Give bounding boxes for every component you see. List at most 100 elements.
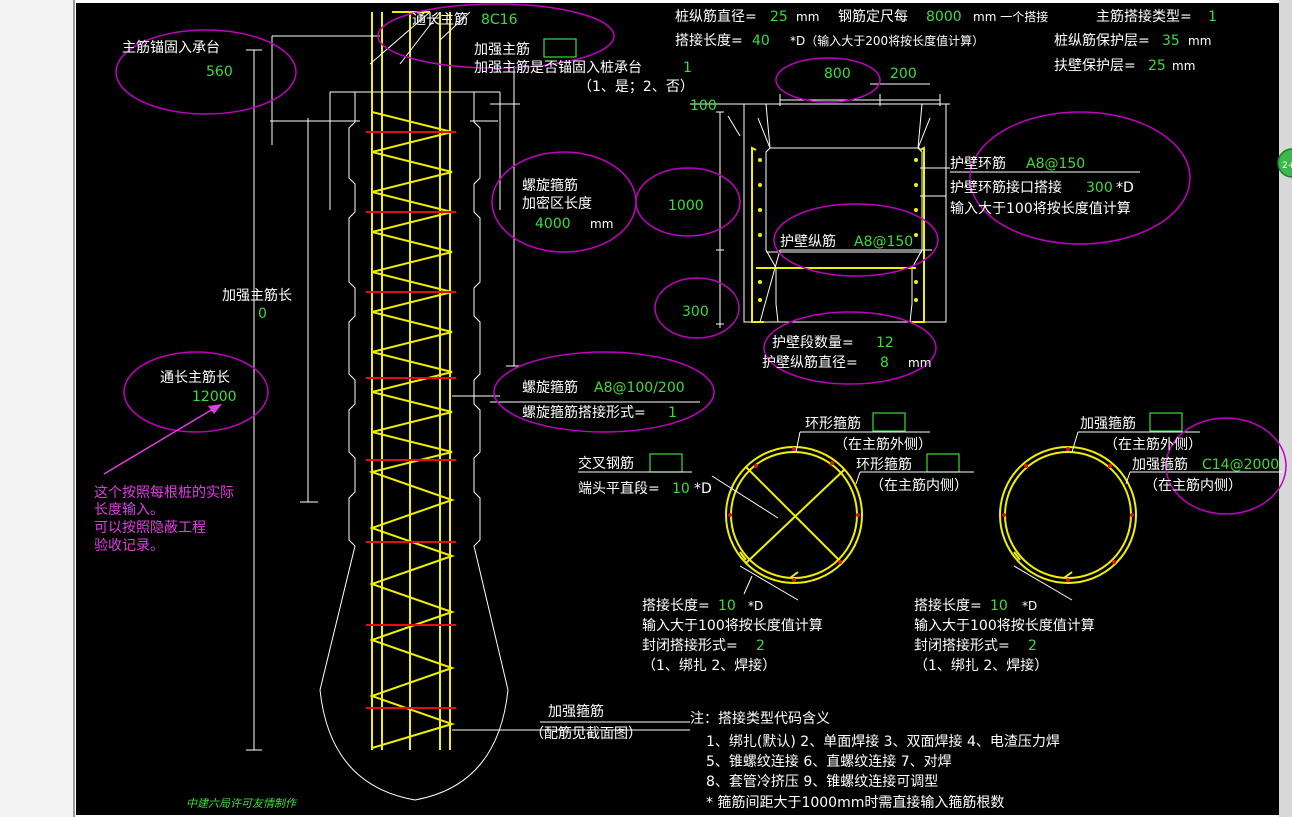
lap-length-hint: *D（输入大于200将按长度值计算） xyxy=(790,33,984,48)
through-length-value[interactable]: 12000 xyxy=(192,389,237,405)
through-bar-value[interactable]: 8C16 xyxy=(481,12,518,28)
end-straight-value[interactable]: 10 xyxy=(672,481,690,497)
ring-inner-label: 环形箍筋 xyxy=(856,456,912,473)
left-close-label: 封闭搭接形式= xyxy=(642,637,738,654)
ring-outer-input[interactable] xyxy=(872,412,906,432)
legend-row: 1、绑扎(默认) 2、单面焊接 3、双面焊接 4、电渣压力焊 xyxy=(706,733,1060,750)
right-lap-label: 搭接长度= xyxy=(914,597,982,614)
wall-long-dia-unit: mm xyxy=(908,356,931,370)
left-lap-value[interactable]: 10 xyxy=(718,598,736,614)
fixed-length-value[interactable]: 8000 xyxy=(926,9,962,25)
left-lap-hint: 输入大于100将按长度值计算 xyxy=(642,618,823,634)
note-line-3: 可以按照隐蔽工程 xyxy=(94,520,206,536)
author-credit: 中建六局许可友情制作 xyxy=(186,797,298,810)
wall-bottom-height[interactable]: 300 xyxy=(682,304,709,320)
strengthen-bar-input[interactable] xyxy=(543,38,577,58)
add-view-button[interactable]: 2+ xyxy=(1277,148,1292,178)
spiral-dense-value[interactable]: 4000 xyxy=(535,216,571,232)
wall-top-offset[interactable]: 100 xyxy=(690,98,717,114)
ring-outer-label: 环形箍筋 xyxy=(805,415,861,432)
ring-outer-hint: （在主筋外侧） xyxy=(834,436,932,453)
wall-top-side[interactable]: 200 xyxy=(890,66,917,82)
anchor-value[interactable]: 560 xyxy=(206,64,233,80)
dia-label: 桩纵筋直径= xyxy=(675,8,757,25)
strengthen-anchor-value[interactable]: 1 xyxy=(683,60,692,76)
fixed-length-unit: mm 一个搭接 xyxy=(973,9,1048,24)
right-close-value[interactable]: 2 xyxy=(1028,638,1037,654)
strengthen-bar-label: 加强主筋 xyxy=(474,41,530,58)
wall-ring-lap-value[interactable]: 300 xyxy=(1086,180,1113,196)
end-straight-unit: *D xyxy=(694,481,712,497)
strengthen-outer-input[interactable] xyxy=(1149,412,1183,432)
through-bar-label: 通长主筋 xyxy=(412,11,468,28)
note-line-1: 这个按照每根桩的实际 xyxy=(94,484,234,501)
spiral-bar-value[interactable]: A8@100/200 xyxy=(594,380,685,396)
wall-long-value[interactable]: A8@150 xyxy=(854,234,913,250)
strengthen-inner-value[interactable]: C14@2000 xyxy=(1202,457,1279,473)
section-right: 加强箍筋 （在主筋外侧） 加强箍筋 C14@2000 （在主筋内侧） 搭接长度=… xyxy=(914,412,1287,674)
left-close-value[interactable]: 2 xyxy=(756,638,765,654)
pile-elevation: 通长主筋 8C16 主筋锚固入承台 560 加强主筋 加强主筋是否锚固入桩承台 … xyxy=(94,3,715,810)
wall-cover-label: 扶壁保护层= xyxy=(1054,58,1136,74)
note-line-2: 长度输入。 xyxy=(94,502,164,518)
legend-row: 8、套管冷挤压 9、锥螺纹连接可调型 xyxy=(706,773,938,790)
wall-ring-lap-hint: 输入大于100将按长度值计算 xyxy=(950,201,1131,217)
wall-ring-value[interactable]: A8@150 xyxy=(1026,156,1085,172)
legend-row: 5、锥螺纹连接 6、直螺纹连接 7、对焊 xyxy=(706,753,952,770)
wall-cover-value[interactable]: 25 xyxy=(1148,58,1166,74)
retaining-wall-detail: 800 200 100 1000 300 护壁环筋 A8@150 护壁环筋接口搭… xyxy=(635,57,1191,385)
spiral-bar-label: 螺旋箍筋 xyxy=(522,379,578,396)
legend-row: * 箍筋间距大于1000mm时需直接输入箍筋根数 xyxy=(706,794,1004,811)
spiral-dense-label: 加密区长度 xyxy=(522,195,592,212)
anchor-label: 主筋锚固入承台 xyxy=(122,39,220,56)
right-close-hint: （1、绑扎 2、焊接） xyxy=(914,657,1048,674)
cover-unit: mm xyxy=(1188,34,1211,48)
wall-long-dia-label: 护壁纵筋直径= xyxy=(762,354,858,371)
spiral-lap-label: 螺旋箍筋搭接形式= xyxy=(522,404,646,421)
right-lap-unit: *D xyxy=(1022,599,1037,613)
strengthen-outer-hint: （在主筋外侧） xyxy=(1104,436,1202,453)
lap-type-legend: 注：搭接类型代码含义 1、绑扎(默认) 2、单面焊接 3、双面焊接 4、电渣压力… xyxy=(690,710,1060,811)
spiral-dense-unit: mm xyxy=(590,217,613,231)
wall-segment-height[interactable]: 1000 xyxy=(668,198,704,214)
dia-value[interactable]: 25 xyxy=(770,9,788,25)
right-close-label: 封闭搭接形式= xyxy=(914,637,1010,654)
wall-cover-unit: mm xyxy=(1172,59,1195,73)
lap-type-label: 主筋搭接类型= xyxy=(1096,8,1192,25)
dia-unit: mm xyxy=(796,10,819,24)
left-lap-label: 搭接长度= xyxy=(642,597,710,614)
left-close-hint: （1、绑扎 2、焊接） xyxy=(642,657,776,674)
right-scroll-strip[interactable] xyxy=(1279,0,1292,817)
end-straight-label: 端头平直段= xyxy=(578,480,660,497)
cross-bar-label: 交叉钢筋 xyxy=(578,455,634,472)
left-lap-unit: *D xyxy=(748,599,763,613)
strengthen-length-value[interactable]: 0 xyxy=(258,306,267,322)
strengthen-anchor-hint: （1、是；2、否） xyxy=(578,79,694,95)
lap-length-value[interactable]: 40 xyxy=(752,33,770,49)
spiral-lap-value[interactable]: 1 xyxy=(668,405,677,421)
wall-long-label: 护壁纵筋 xyxy=(780,233,836,250)
right-lap-value[interactable]: 10 xyxy=(990,598,1008,614)
spiral-label: 螺旋箍筋 xyxy=(522,177,578,194)
wall-long-dia-value[interactable]: 8 xyxy=(880,355,889,371)
wall-top-width[interactable]: 800 xyxy=(824,66,851,82)
drawing-area xyxy=(76,3,1279,815)
ring-inner-hint: （在主筋内侧） xyxy=(870,477,968,494)
wall-segment-count-value[interactable]: 12 xyxy=(876,335,894,351)
cover-value[interactable]: 35 xyxy=(1162,33,1180,49)
legend-title: 注：搭接类型代码含义 xyxy=(690,710,830,727)
wall-ring-lap-unit: *D xyxy=(1116,180,1134,196)
left-margin-panel xyxy=(0,0,74,817)
header-parameters: 桩纵筋直径= 25 mm 钢筋定尺每 8000 mm 一个搭接 主筋搭接类型= … xyxy=(675,8,1217,74)
add-view-icon: 2+ xyxy=(1282,161,1292,171)
note-line-4: 验收记录。 xyxy=(94,538,164,554)
lap-type-value[interactable]: 1 xyxy=(1208,9,1217,25)
lap-length-label: 搭接长度= xyxy=(675,32,743,49)
wall-segment-count-label: 护壁段数量= xyxy=(772,335,854,351)
strengthen-outer-label: 加强箍筋 xyxy=(1080,415,1136,432)
strengthen-hoop-hint: （配筋见截面图） xyxy=(530,725,642,742)
strengthen-inner-hint: （在主筋内侧） xyxy=(1144,477,1242,494)
wall-ring-label: 护壁环筋 xyxy=(950,155,1006,172)
section-left: 交叉钢筋 端头平直段= 10 *D 环形箍筋 （在主筋外侧） 环形箍筋 （在主筋… xyxy=(578,412,974,674)
